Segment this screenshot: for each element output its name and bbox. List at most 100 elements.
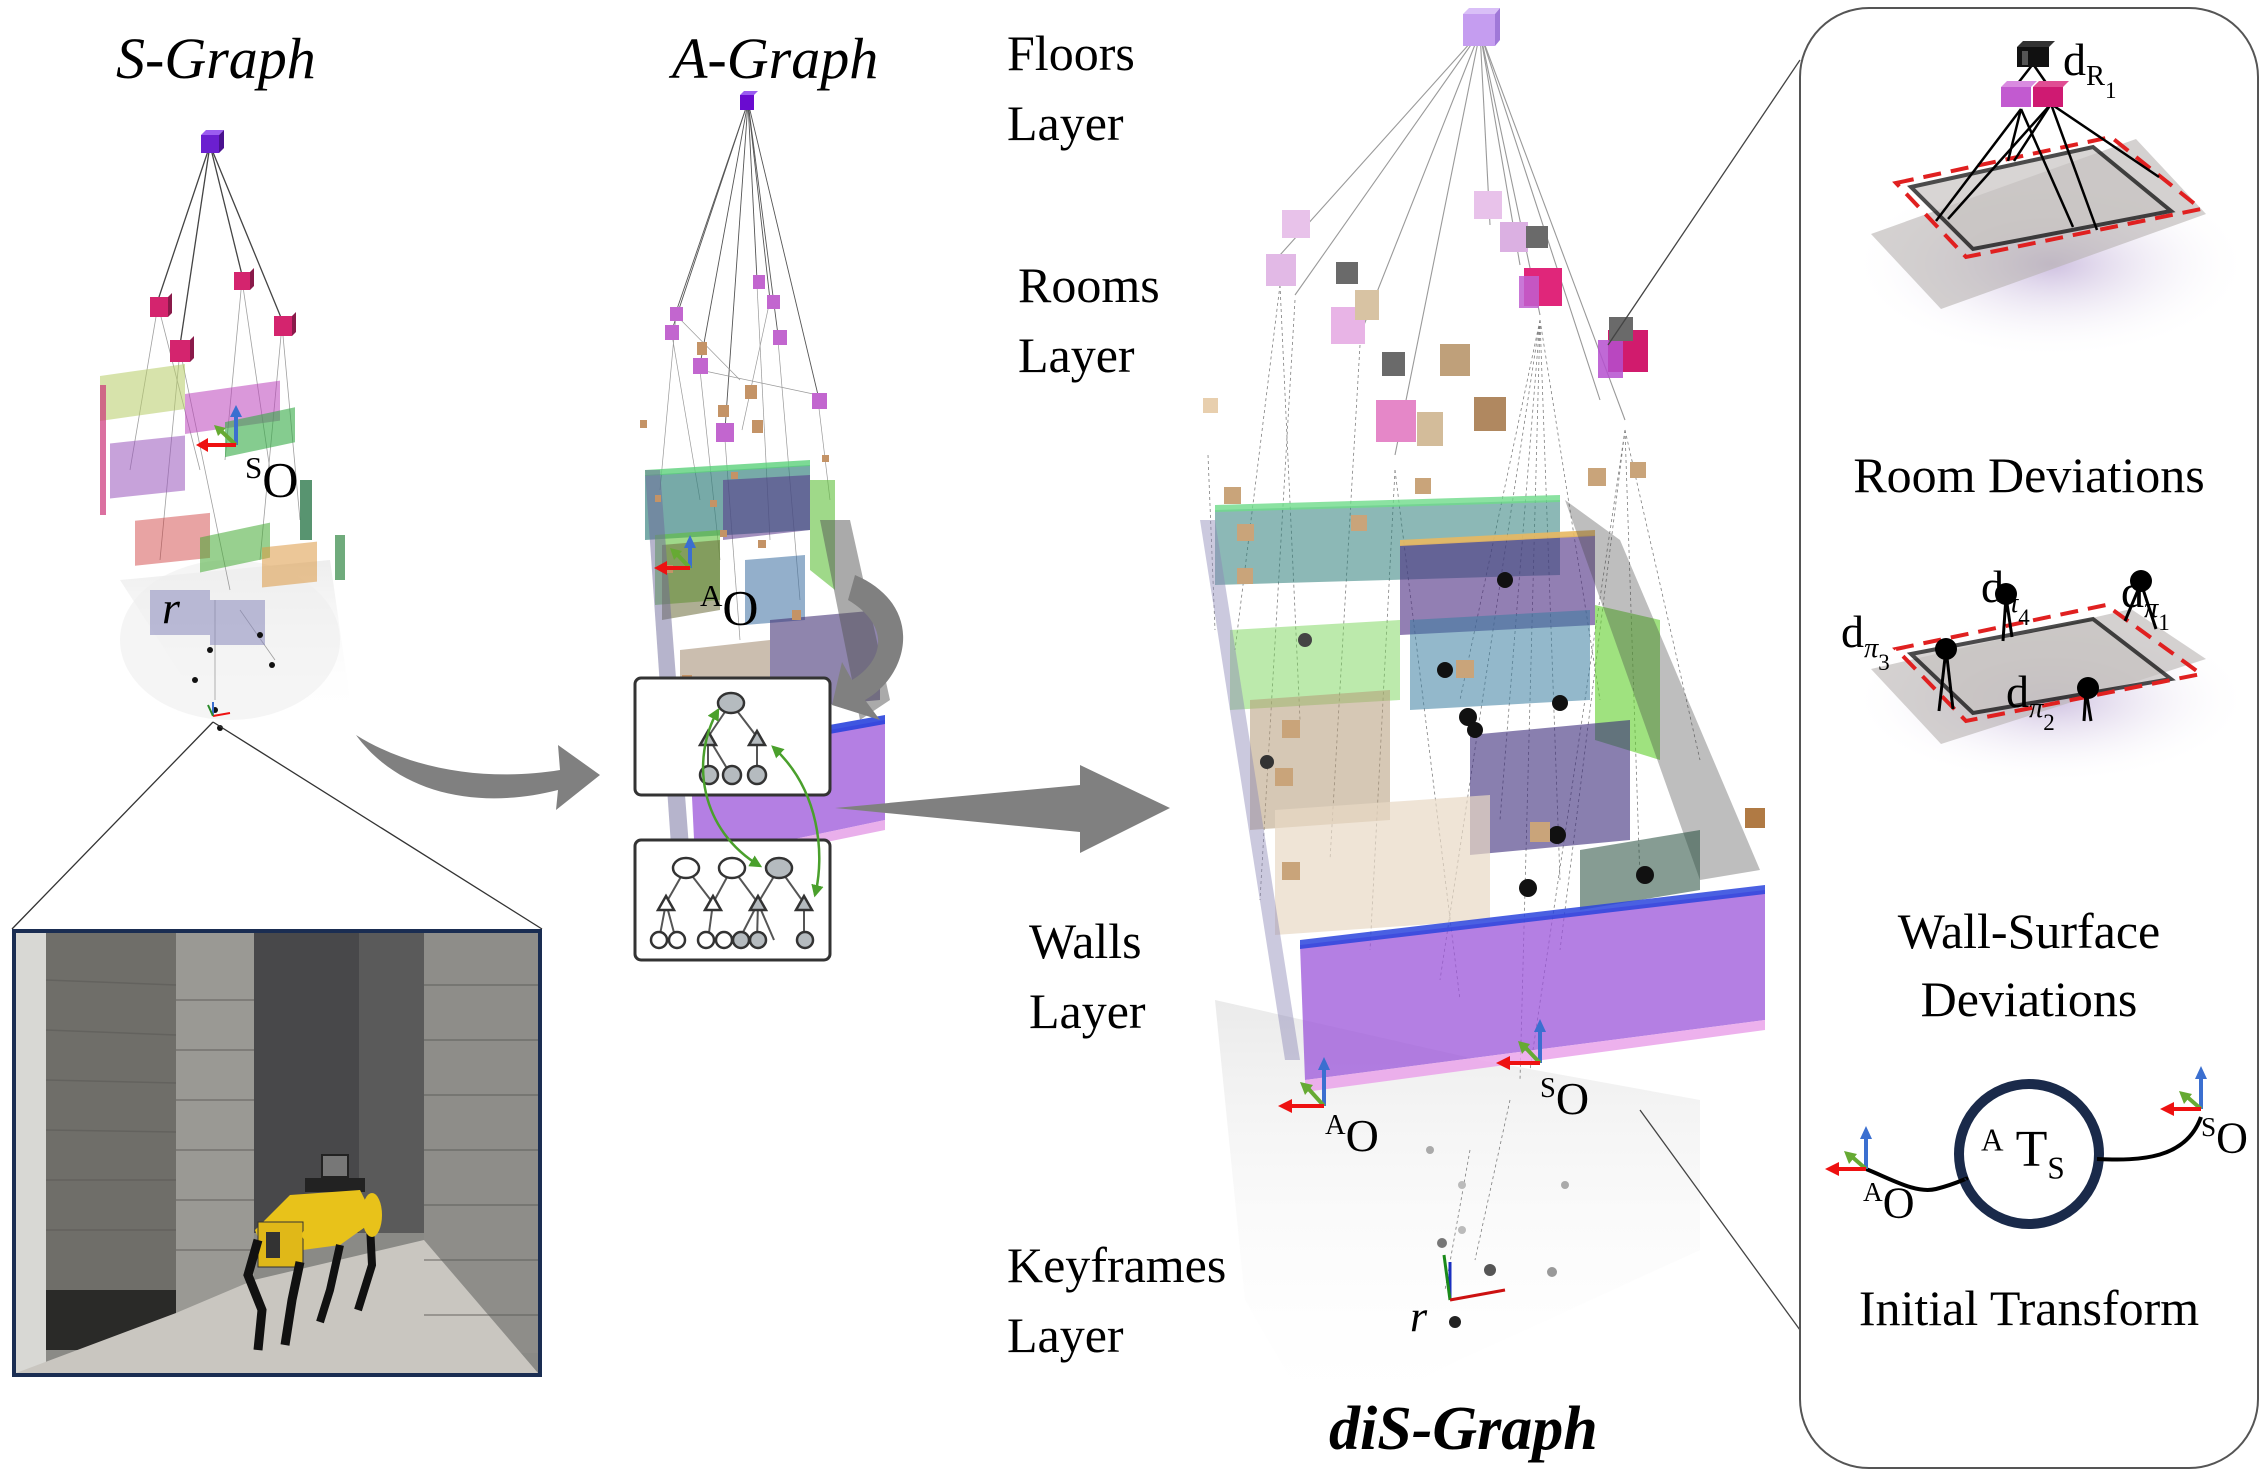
a-graph-origin-label: AO [700, 580, 759, 633]
wall-surface-deviations-caption: Wall-Surface Deviations [1801, 897, 2257, 1033]
label-subsub: 3 [1878, 650, 1890, 675]
dis-s-origin-axes-icon [1496, 1019, 1546, 1070]
dis-graph-s-origin-label: SO [1540, 1073, 1590, 1125]
matching-link-1 [701, 707, 763, 868]
origin-base: O [1345, 1110, 1379, 1162]
a-origin-axes-icon [654, 535, 696, 575]
origin-base: O [1882, 1178, 1915, 1228]
origin-sup: A [1863, 1177, 1883, 1207]
dis-wall-green-right [1595, 605, 1660, 760]
room-boundary-estimated [1907, 144, 2176, 252]
dis-wall-indigo [1470, 720, 1630, 855]
transform-circle-icon [1954, 1079, 2104, 1229]
dis-keyframe-nodes [1426, 1146, 1569, 1328]
robot-photo [12, 929, 542, 1377]
origin-sup: S [1540, 1073, 1556, 1104]
panel-a-origin-axes-icon [1825, 1126, 1872, 1176]
layer-label-floors: Floors Layer [1007, 18, 1135, 158]
zoom-line-upper [1607, 59, 1801, 346]
wall-deviation-label-pi4: dπ4 [1981, 561, 2030, 630]
s-graph-robot-label: r [162, 582, 180, 633]
panel-a-origin-label: AO [1863, 1177, 1915, 1228]
dis-graph-robot-label: r [1410, 1292, 1428, 1341]
wall-deviation-label-pi2: dπ2 [2006, 666, 2055, 735]
panel-s-origin-axes-icon [2160, 1066, 2207, 1116]
dis-a-origin-axes-icon [1278, 1057, 1330, 1113]
origin-sup: A [700, 578, 723, 613]
origin-sup: S [245, 450, 263, 485]
label-subsub: 1 [2158, 610, 2170, 635]
layer-label-line2: Layer [1029, 983, 1146, 1039]
layer-label-line1: Floors [1007, 25, 1135, 81]
room-deviations-caption: Room Deviations [1853, 447, 2205, 503]
matching-link-2 [771, 745, 824, 898]
layer-label-line2: Layer [1007, 1307, 1124, 1363]
room-node-pair-icon [2001, 81, 2069, 107]
room-deviation-node-icon [2017, 41, 2055, 67]
initial-transform-caption: Initial Transform [1858, 1280, 2200, 1336]
dis-room-nodes [1266, 191, 1648, 442]
dis-wall-surface-nodes [1260, 572, 1654, 897]
transform-label-sub: S [2047, 1150, 2065, 1186]
transform-label: A TS [1981, 1124, 2065, 1184]
origin-base: O [1555, 1073, 1590, 1125]
curved-arrow-icon [832, 575, 904, 720]
dis-graph-render [1200, 8, 1801, 1430]
arrow-sgraph-to-schematic-icon [356, 735, 600, 810]
label-base: d [2121, 566, 2144, 617]
dis-wall-green-left [1230, 620, 1400, 710]
s-robot-axes-icon [207, 702, 231, 717]
initial-transform-illustration [1825, 1066, 2207, 1229]
label-sub: π [1864, 632, 1879, 664]
dis-wall-purple-top [1400, 535, 1595, 635]
layer-label-line1: Walls [1029, 913, 1142, 969]
dis-graph-pointcloud [1215, 1000, 1700, 1430]
origin-base: O [722, 579, 759, 636]
a-graph-wall-olive [662, 540, 720, 620]
arrow-schematic-to-disgraph-icon [835, 765, 1170, 853]
dis-wall-gray-side [1565, 500, 1760, 880]
dis-robot-axes-icon [1442, 1254, 1506, 1302]
zoom-line-right [212, 721, 543, 930]
room-deviation-illustration [1851, 41, 2251, 359]
dis-wall-tan-lower [1275, 795, 1490, 935]
origin-sup: A [1325, 1110, 1346, 1141]
dis-wall-violet-front [1300, 890, 1765, 1080]
layer-label-line2: Layer [1007, 95, 1124, 151]
wall-deviation-label-pi3: dπ3 [1841, 606, 1890, 675]
s-graph-room-nodes [150, 268, 296, 362]
a-graph-room-nodes [665, 275, 827, 442]
caption-line-2: Deviations [1920, 971, 2138, 1027]
s-graph-floor-node [201, 130, 224, 153]
deviation-detail-graphics [1825, 41, 2251, 1229]
label-subsub: 4 [2018, 605, 2030, 630]
wall-deviation-nodes-icon [1935, 570, 2152, 699]
origin-base: O [2216, 1113, 2248, 1163]
s-graph-origin-label: SO [245, 452, 298, 505]
transform-label-base: T [2015, 1121, 2048, 1178]
dis-floor-node [1463, 8, 1500, 46]
room-deviation-label-sub: R [2086, 60, 2106, 92]
label-base: d [1981, 561, 2004, 612]
label-sub: π [2144, 592, 2159, 624]
label-sub: π [2004, 587, 2019, 619]
zoom-line-left [11, 721, 214, 930]
layer-label-walls: Walls Layer [1029, 906, 1146, 1046]
wall-deviation-label-pi1: dπ1 [2121, 566, 2170, 635]
dis-graph-title: diS-Graph [1329, 1395, 1598, 1463]
a-graph-floor-node [740, 91, 758, 110]
layer-label-line2: Layer [1018, 327, 1135, 383]
label-base: d [1841, 606, 1864, 657]
graph-matching-schematic [633, 676, 832, 962]
a-graph-wall-blue [745, 555, 805, 625]
zoom-line-lower [1639, 1109, 1801, 1331]
caption-line-1: Wall-Surface [1897, 903, 2161, 959]
layer-label-keyframes: Keyframes Layer [1007, 1230, 1226, 1370]
wall-deviation-illustration [1851, 570, 2251, 784]
label-base: d [2006, 666, 2029, 717]
a-graph-title: A-Graph [672, 26, 879, 91]
dis-deviation-nodes [1336, 226, 1633, 376]
s-graph-render [11, 130, 543, 930]
origin-base: O [262, 451, 299, 508]
